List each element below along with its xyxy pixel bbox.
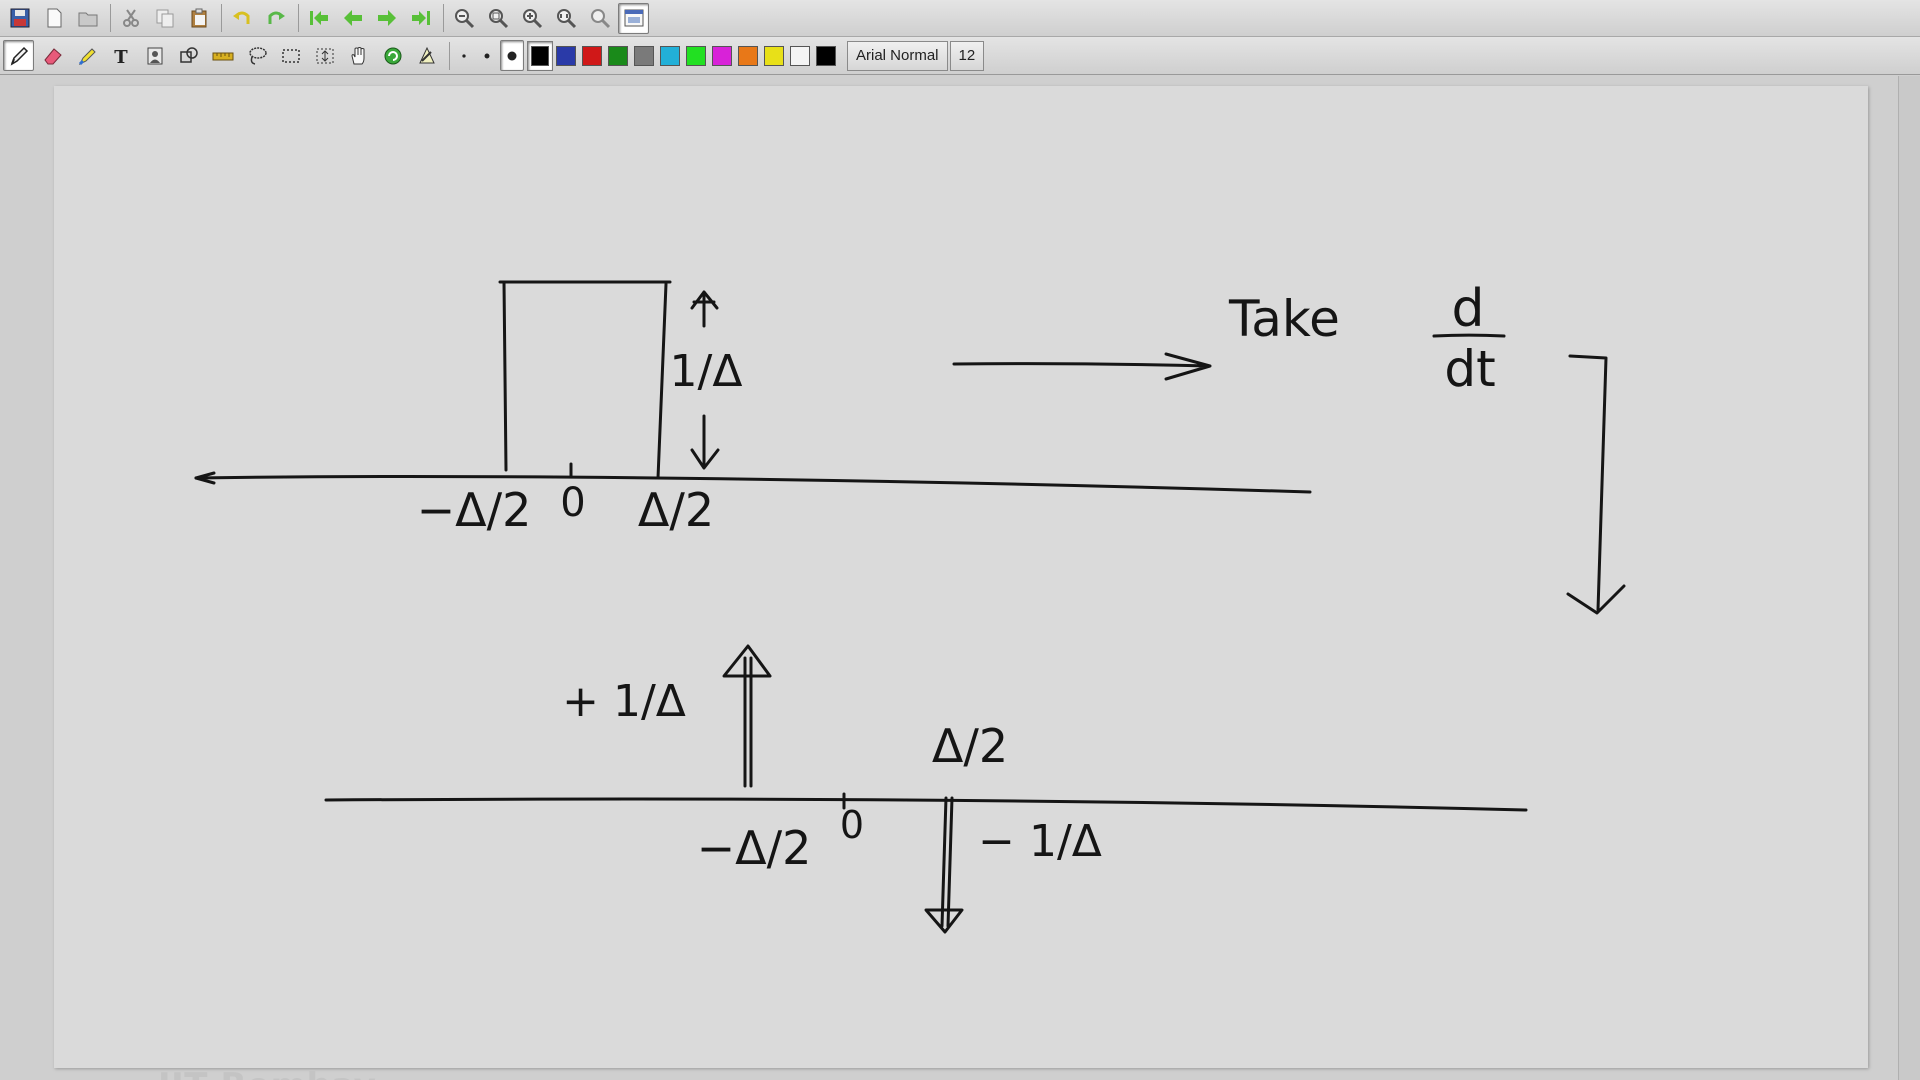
thickness-fine-icon[interactable]	[454, 40, 474, 71]
top-left-edge-label: −Δ/2	[417, 483, 532, 537]
bottom-origin-label: 0	[840, 803, 864, 847]
pulse-left-edge	[502, 280, 508, 472]
shape-icon[interactable]	[173, 40, 204, 71]
color-swatch-fill	[582, 45, 602, 66]
color-swatch-fill	[556, 45, 576, 66]
thickness-medium-icon[interactable]	[477, 40, 497, 71]
copy-icon[interactable]	[149, 3, 180, 34]
height-up-arrow	[690, 290, 719, 328]
zoom-out-icon[interactable]	[448, 3, 479, 34]
redo-icon[interactable]	[260, 3, 291, 34]
color-swatch-fill	[790, 45, 810, 66]
pulse-right-edge	[656, 282, 668, 480]
shape-recognizer-icon[interactable]	[411, 40, 442, 71]
first-page-icon[interactable]	[303, 3, 334, 34]
save-icon[interactable]	[4, 3, 35, 34]
svg-text:T: T	[114, 47, 128, 67]
color-swatch-4[interactable]	[631, 41, 657, 71]
pen-icon[interactable]	[3, 40, 34, 71]
lasso-icon[interactable]	[241, 40, 272, 71]
paste-icon[interactable]	[183, 3, 214, 34]
vertical-scrollbar[interactable]	[1898, 76, 1920, 1080]
font-selector[interactable]: Arial Normal	[847, 40, 948, 71]
cut-icon[interactable]	[115, 3, 146, 34]
highlighter-icon[interactable]	[71, 40, 102, 71]
handwritten-drawing: 1/Δ −Δ/2 0 Δ/2 Take d dt + 1/Δ − 1/Δ −Δ/…	[194, 279, 1626, 934]
color-swatch-10[interactable]	[787, 41, 813, 71]
color-palette	[527, 40, 839, 71]
image-icon[interactable]	[139, 40, 170, 71]
undo-icon[interactable]	[226, 3, 257, 34]
bottom-right-position-label: Δ/2	[932, 719, 1008, 773]
derivative-denominator: dt	[1444, 340, 1495, 398]
eraser-icon[interactable]	[37, 40, 68, 71]
iit-bombay-watermark: IIT Bombay	[158, 1066, 376, 1080]
font-size-selector[interactable]: 12	[949, 40, 985, 71]
zoom-in-icon[interactable]	[516, 3, 547, 34]
color-swatch-fill	[712, 45, 732, 66]
color-swatch-5[interactable]	[657, 41, 683, 71]
positive-impulse-label: + 1/Δ	[562, 676, 686, 727]
positive-impulse	[722, 644, 772, 788]
color-swatch-8[interactable]	[735, 41, 761, 71]
color-swatch-fill	[686, 45, 706, 66]
negative-impulse-label: − 1/Δ	[978, 816, 1102, 867]
rect-select-icon[interactable]	[275, 40, 306, 71]
color-swatch-6[interactable]	[683, 41, 709, 71]
previous-page-icon[interactable]	[337, 3, 368, 34]
vertical-space-icon[interactable]	[309, 40, 340, 71]
color-swatch-fill	[764, 45, 784, 66]
top-right-edge-label: Δ/2	[638, 483, 714, 537]
right-arrow	[952, 352, 1212, 381]
height-down-arrow	[690, 414, 720, 470]
fullscreen-icon[interactable]	[618, 2, 649, 34]
color-swatch-3[interactable]	[605, 41, 631, 71]
top-origin-label: 0	[560, 480, 585, 526]
text-icon[interactable]: T	[105, 40, 136, 71]
color-swatch-9[interactable]	[761, 41, 787, 71]
new-page-icon[interactable]	[38, 3, 69, 34]
bottom-axis	[324, 797, 1528, 812]
color-swatch-fill	[608, 45, 628, 66]
instruction-take-label: Take	[1228, 290, 1340, 348]
color-swatch-0[interactable]	[527, 40, 553, 71]
color-swatch-fill	[531, 45, 549, 66]
refresh-icon[interactable]	[377, 40, 408, 71]
zoom-fit-icon[interactable]	[482, 3, 513, 34]
top-axis-arrowhead	[194, 471, 216, 485]
bottom-left-position-label: −Δ/2	[697, 821, 812, 875]
open-folder-icon[interactable]	[72, 3, 103, 34]
color-swatch-2[interactable]	[579, 41, 605, 71]
thickness-thick-icon[interactable]	[500, 40, 524, 71]
whiteboard-canvas[interactable]: 1/Δ −Δ/2 0 Δ/2 Take d dt + 1/Δ − 1/Δ −Δ/…	[54, 86, 1868, 1080]
derivative-numerator: d	[1451, 279, 1484, 339]
tools-toolbar: T Arial Normal 12	[0, 37, 1920, 75]
zoom-width-icon[interactable]	[550, 3, 581, 34]
ruler-icon[interactable]	[207, 40, 238, 71]
hand-icon[interactable]	[343, 40, 374, 71]
current-color-indicator[interactable]	[813, 41, 839, 71]
current-color-fill	[816, 45, 836, 66]
color-swatch-1[interactable]	[553, 41, 579, 71]
fraction-bar	[1432, 333, 1506, 338]
next-page-icon[interactable]	[371, 3, 402, 34]
pulse-height-label: 1/Δ	[670, 346, 743, 397]
negative-impulse	[924, 796, 964, 934]
main-toolbar	[0, 0, 1920, 37]
color-swatch-fill	[738, 45, 758, 66]
down-bracket-arrow	[1566, 354, 1626, 615]
color-swatch-fill	[660, 45, 680, 66]
zoom-custom-icon[interactable]	[584, 3, 615, 34]
color-swatch-7[interactable]	[709, 41, 735, 71]
top-axis	[194, 475, 1312, 494]
color-swatch-fill	[634, 45, 654, 66]
last-page-icon[interactable]	[405, 3, 436, 34]
